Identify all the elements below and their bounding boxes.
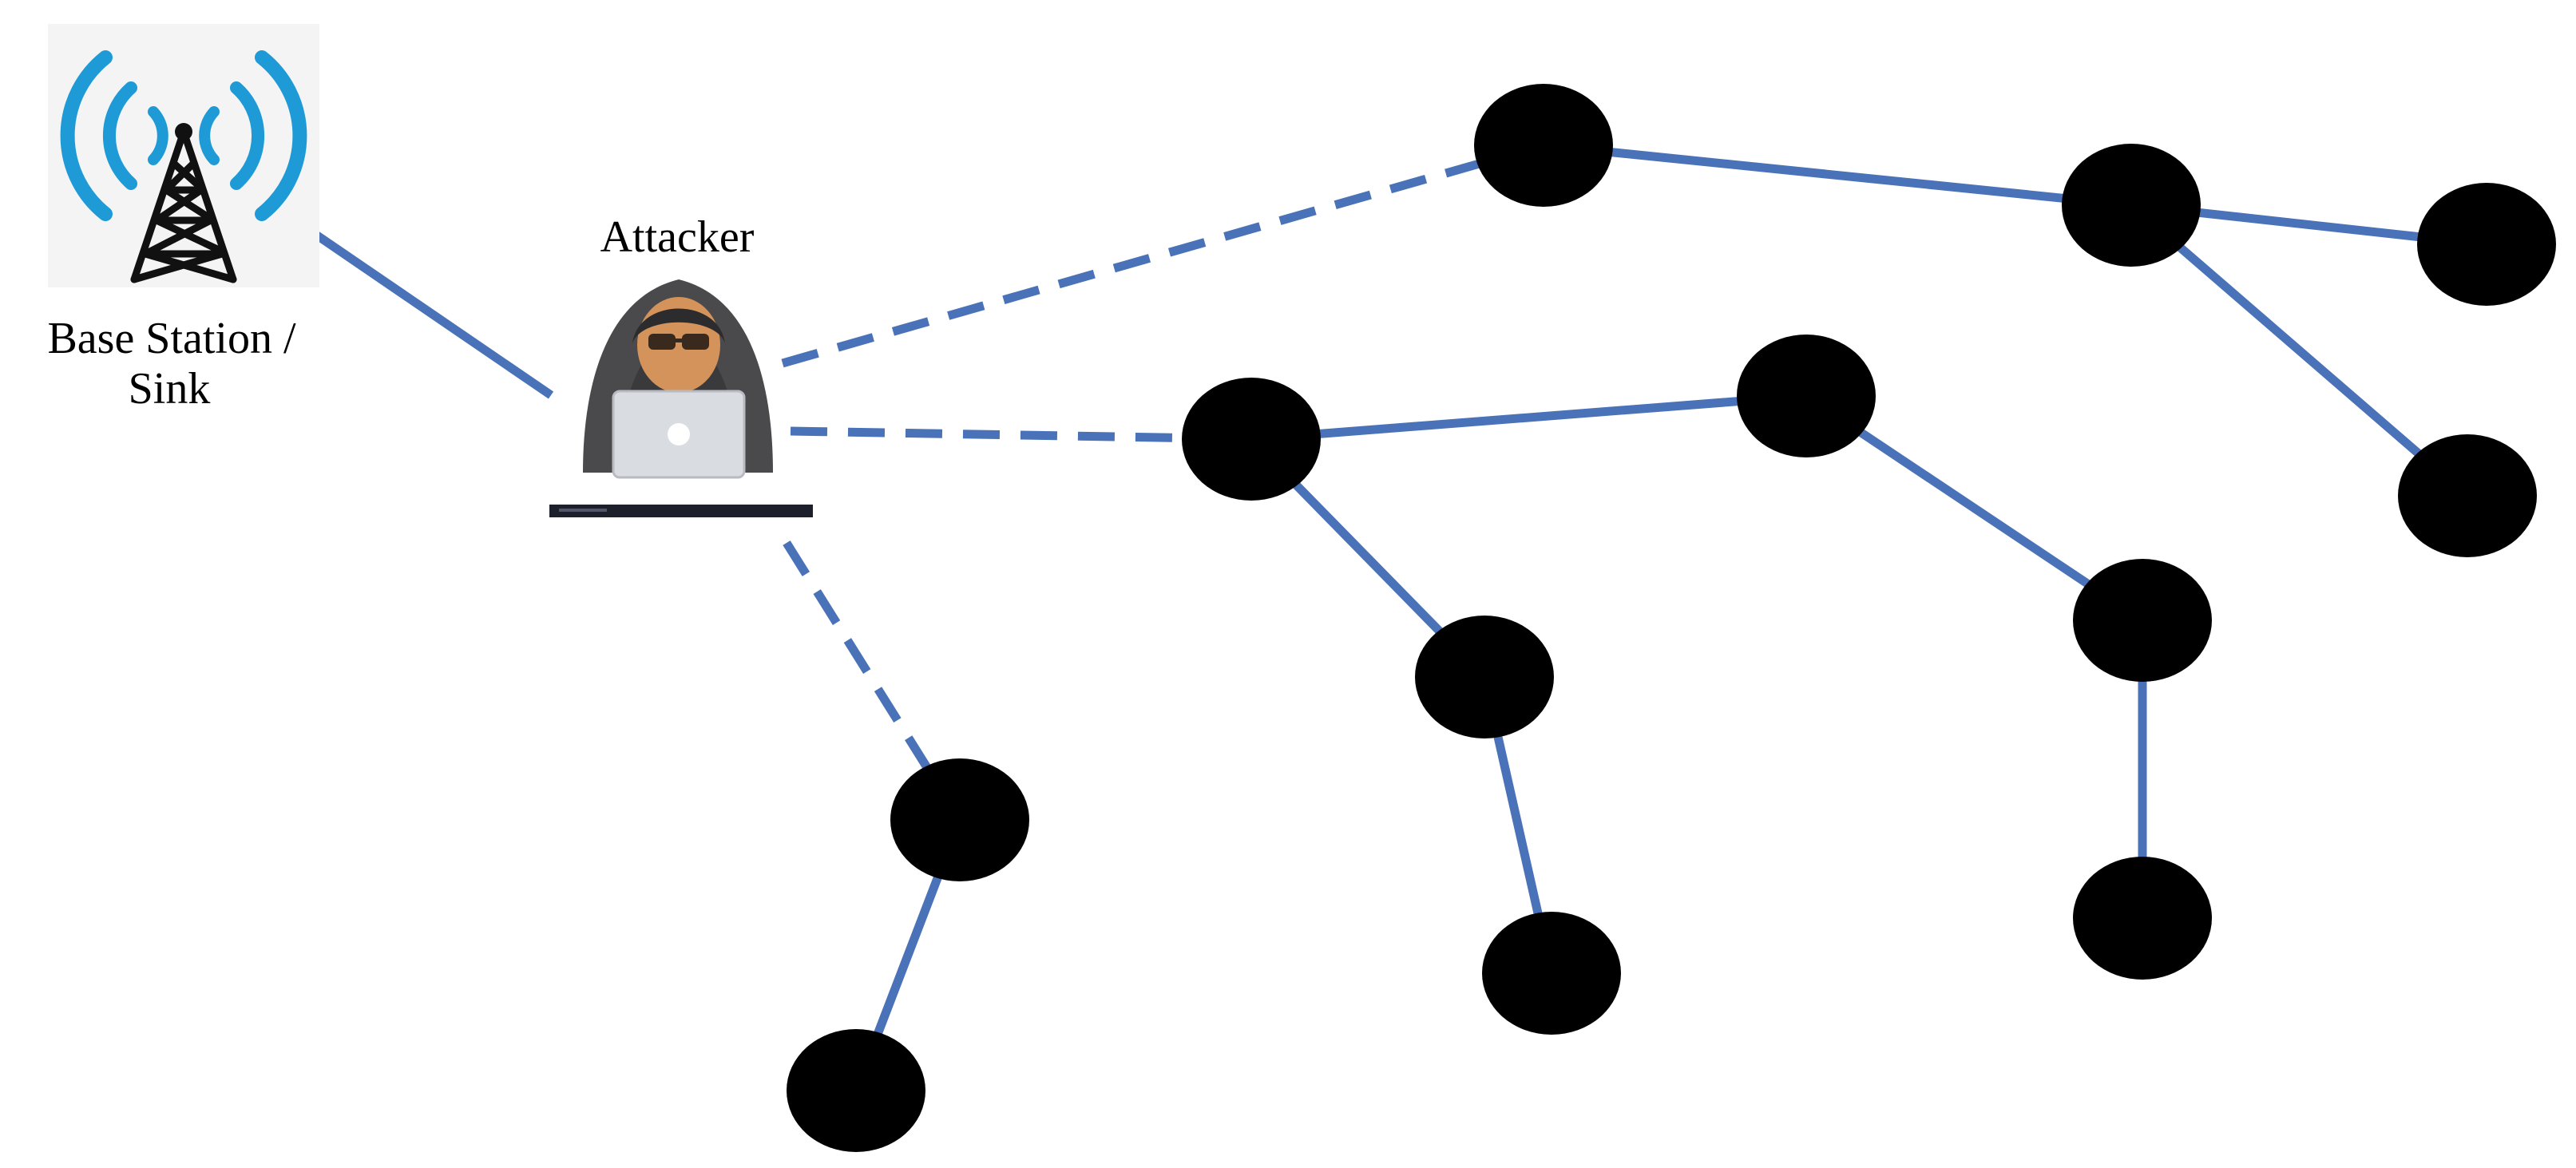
attack-link-attacker-n5 (790, 426, 1252, 444)
network-link-n2-n4 (2128, 201, 2471, 500)
sensor-node (890, 758, 1029, 881)
sensor-node (2417, 183, 2556, 306)
sensor-node (2062, 144, 2201, 267)
sensor-node (1482, 912, 1621, 1035)
network-link-n1-n2 (1543, 141, 2132, 210)
radio-tower-icon (60, 50, 307, 283)
sensor-node (1182, 378, 1321, 501)
sensor-node (1474, 84, 1613, 207)
base-station-label-line2: Sink (129, 364, 211, 414)
sensor-node (1415, 616, 1554, 738)
attacker: Attacker (549, 212, 813, 517)
sensor-node (2398, 434, 2537, 557)
base-station: Base Station / Sink (47, 24, 319, 414)
network-link-n6-n7 (1803, 392, 2146, 624)
attack-link-attacker-n1 (781, 141, 1545, 368)
network-link-n5-n6 (1250, 391, 1807, 444)
sensor-node (787, 1029, 925, 1152)
hooded-hacker-laptop-icon (549, 279, 813, 517)
nodes-layer (787, 84, 2556, 1152)
sensor-node (1737, 335, 1876, 457)
sensor-node (2073, 559, 2212, 682)
base-station-label-line1: Base Station / (47, 314, 296, 363)
network-link-sink-attacker (308, 228, 554, 399)
sensor-node (2073, 857, 2212, 980)
attacker-label: Attacker (600, 212, 755, 262)
